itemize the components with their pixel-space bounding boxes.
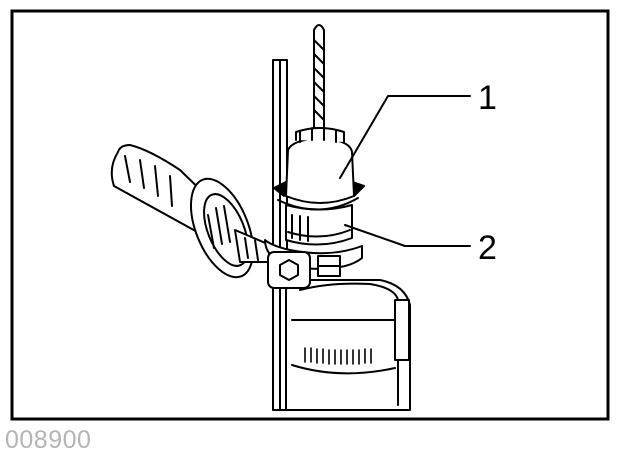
depth-gauge-rod [272, 59, 288, 411]
drill-body [285, 279, 411, 411]
chuck-ring [285, 204, 353, 246]
drill-bit [313, 24, 325, 129]
figure-code: 008900 [5, 426, 92, 454]
vent-slots [304, 347, 372, 365]
callout-2: 2 [478, 229, 497, 267]
chuck-sleeve [285, 127, 355, 204]
handle-clamp [264, 239, 363, 289]
callout-1: 1 [478, 79, 497, 117]
figure-frame [10, 9, 610, 421]
side-handle [110, 144, 271, 279]
callout-leaders [339, 95, 471, 247]
